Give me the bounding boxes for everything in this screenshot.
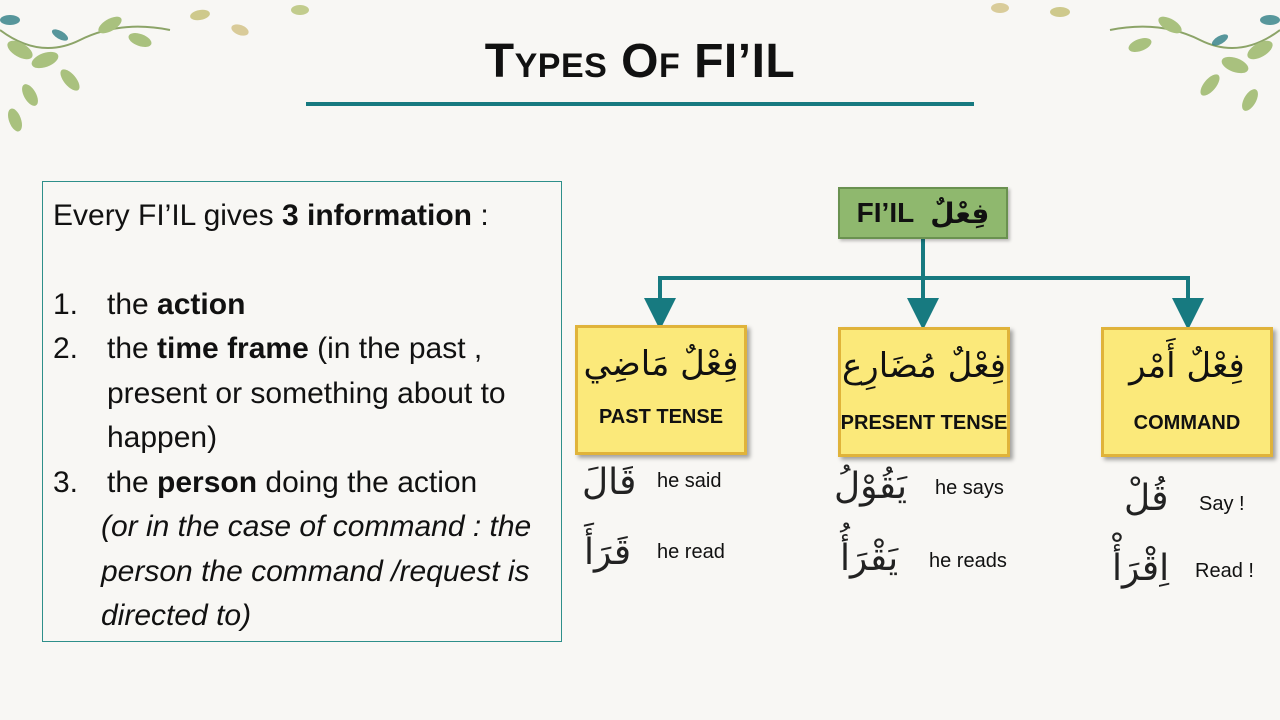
intro-bold: 3 information (281, 199, 472, 232)
command-box: فِعْلٌ أَمْر COMMAND (1101, 327, 1273, 457)
item-number: 3. (53, 465, 79, 499)
intro-text: Every FI’IL gives (53, 199, 282, 232)
info-note: (or in the case of command : the person … (101, 510, 532, 632)
item-pre: the (107, 332, 158, 365)
intro-tail: : (471, 199, 489, 232)
example-arabic: قُلْ (1124, 478, 1169, 519)
type-label: COMMAND (1133, 412, 1241, 434)
info-box: Every FI’IL gives 3 information : 1. the… (42, 181, 562, 642)
item-bold: person (157, 465, 258, 499)
type-label: PAST TENSE (598, 406, 724, 428)
leaf-decoration-left (0, 5, 309, 132)
type-arabic: فِعْلٌ أَمْر (1129, 346, 1245, 386)
fiil-root-box: FI’IL فِعْلٌ (838, 187, 1008, 239)
past-tense-box: فِعْلٌ مَاضِي PAST TENSE (575, 325, 747, 455)
item-text: the action (107, 283, 551, 328)
example-gloss: Say ! (1199, 493, 1245, 515)
list-item: 3. the person doing the action (53, 461, 551, 506)
root-label: FI’IL (856, 197, 915, 228)
root-arabic: فِعْلٌ (930, 196, 990, 230)
item-post: (in the past , present or something abou… (107, 332, 506, 454)
item-number: 1. (53, 287, 79, 321)
list-item: 2. the time frame (in the past , present… (53, 327, 551, 461)
item-pre: the (107, 287, 158, 321)
example-gloss: he reads (929, 550, 1007, 572)
info-list: 1. the action 2. the time frame (in the … (53, 283, 551, 639)
info-intro: Every FI’IL gives 3 information : (53, 194, 551, 239)
type-label: PRESENT TENSE (840, 412, 1008, 434)
example-arabic: قَرَأَ (584, 532, 632, 573)
example-gloss: he said (657, 470, 722, 492)
page-title: Types Of FI’IL (484, 35, 796, 88)
present-tense-box: فِعْلٌ مُضَارِع PRESENT TENSE (838, 327, 1010, 457)
example-arabic: قَالَ (582, 462, 637, 503)
example-arabic: اِقْرَأْ (1112, 548, 1170, 589)
type-arabic: فِعْلٌ مُضَارِع (842, 346, 1006, 386)
item-number: 2. (53, 332, 79, 365)
item-post: doing the action (257, 465, 478, 499)
item-bold: action (157, 287, 246, 321)
item-text: the person doing the action (107, 461, 551, 506)
item-bold: time frame (157, 332, 309, 365)
type-arabic: فِعْلٌ مَاضِي (583, 344, 739, 384)
list-item: 1. the action (53, 283, 551, 328)
item-text: the time frame (in the past , present or… (107, 327, 551, 461)
example-arabic: يَقْرَأُ (840, 538, 899, 579)
title-underline (306, 102, 974, 106)
example-arabic: يَقُوْلُ (834, 466, 907, 507)
example-gloss: he read (657, 541, 725, 563)
example-gloss: Read ! (1195, 560, 1254, 582)
item-pre: the (107, 465, 158, 499)
leaf-decoration-right (991, 3, 1280, 111)
example-gloss: he says (935, 477, 1004, 499)
